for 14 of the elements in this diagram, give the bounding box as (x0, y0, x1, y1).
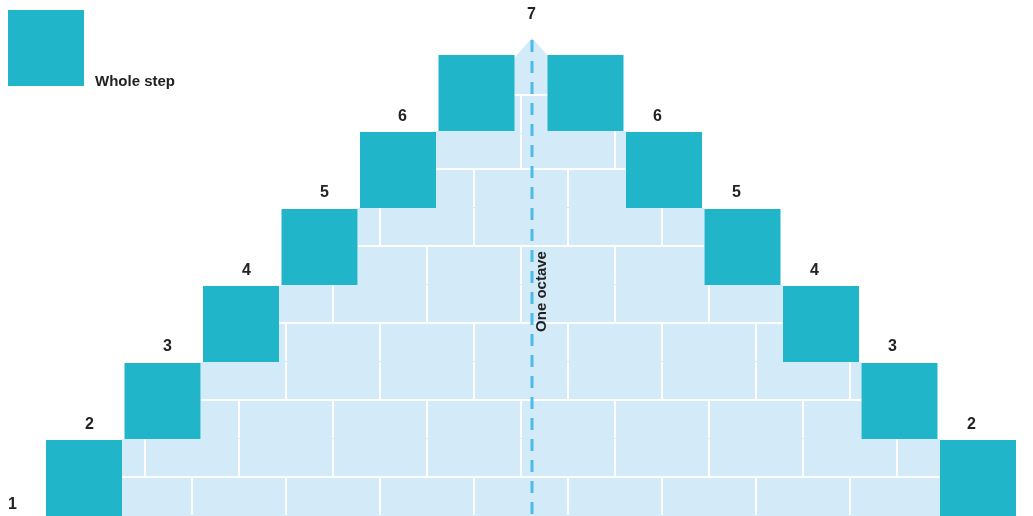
step-number: 6 (398, 108, 407, 124)
step-number: 6 (653, 108, 662, 124)
octave-label: One octave (532, 251, 548, 332)
step-number: 2 (85, 416, 94, 432)
step-number: 4 (810, 262, 819, 278)
step-number: 5 (320, 184, 329, 200)
step-number: 4 (242, 262, 251, 278)
step-number: 2 (967, 416, 976, 432)
step-number: 5 (732, 184, 741, 200)
step-number: 3 (888, 338, 897, 354)
step-number: 3 (163, 338, 172, 354)
step-number: 1 (8, 496, 17, 512)
legend-label: Whole step (95, 73, 175, 88)
step-number: 7 (527, 6, 536, 22)
